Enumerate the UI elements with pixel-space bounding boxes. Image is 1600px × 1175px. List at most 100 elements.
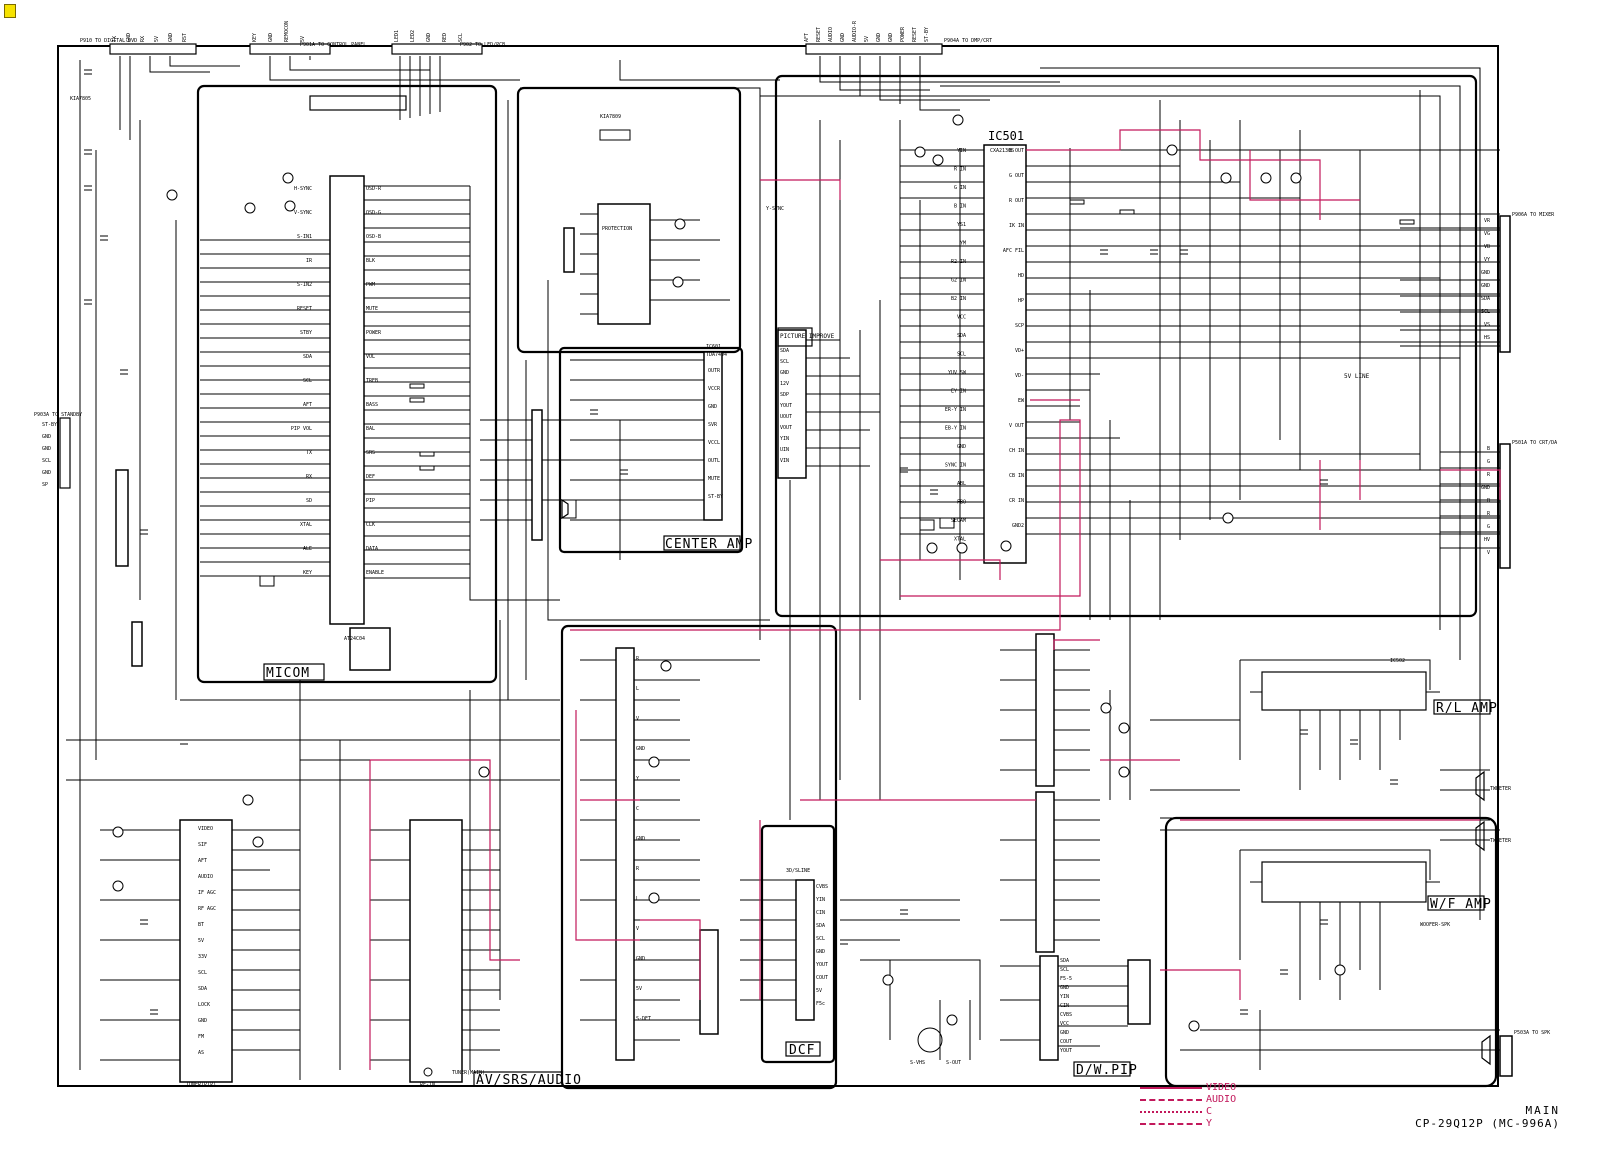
right-pins-p906a-pin: VS bbox=[1484, 322, 1490, 328]
p902-title: P902 TO LED/PCB bbox=[460, 42, 505, 48]
ic-sub-body bbox=[699, 929, 719, 1035]
connector-pins-av-pin: GND bbox=[636, 836, 645, 842]
p503a-title: P503A TO SPK bbox=[1514, 1030, 1550, 1036]
av-connector-strip bbox=[615, 647, 635, 1061]
ic601-pins-pin: SVR bbox=[708, 422, 718, 428]
dcf-pins-pin: YOUT bbox=[816, 962, 828, 968]
legend-label-video: VIDEO bbox=[1206, 1082, 1237, 1093]
ic501-pins-left-pin: R2 IN bbox=[951, 259, 966, 265]
micom-pins-right-pin: PWM bbox=[366, 282, 375, 288]
legend-item-video: VIDEO bbox=[1140, 1082, 1260, 1093]
connector-left-lower bbox=[115, 469, 129, 567]
micom-pins-left-pin: S-IN2 bbox=[297, 282, 312, 288]
dw-pip-label: D/W.PIP bbox=[1076, 1063, 1138, 1078]
micom-pins-left-pin: PIP VOL bbox=[291, 426, 312, 432]
p902-header bbox=[391, 43, 483, 55]
ic501-pins-right-pin: EW bbox=[1018, 398, 1025, 404]
micom-pins-right-pin: PIP bbox=[366, 498, 375, 504]
micom-block bbox=[196, 84, 498, 684]
connector-pins-av-pin: GND bbox=[636, 956, 645, 962]
ic501-pins-left-pin: YIN bbox=[957, 148, 966, 154]
ic501-pins-right-pin: HD bbox=[1018, 273, 1024, 279]
micom-pins-left-pin: STBY bbox=[300, 330, 312, 336]
woofer-speaker bbox=[1481, 1034, 1491, 1066]
pip-pins-pin: GND bbox=[1060, 1030, 1069, 1036]
micom-pins-right-pin: POWER bbox=[366, 330, 382, 336]
tuner-pins-pin: SCL bbox=[198, 970, 207, 976]
dcf-pins-pin: SCL bbox=[816, 936, 825, 942]
wf-amp-label-box bbox=[1427, 895, 1485, 911]
tuner-pins-pin: 5V bbox=[198, 938, 204, 944]
tuner-pins-pin: AFT bbox=[198, 858, 207, 864]
ic502-label: IC502 bbox=[1390, 658, 1405, 664]
top-pins-p904a-pin: AUDIO bbox=[828, 27, 834, 42]
tuner-pins-pin: IF AGC bbox=[198, 890, 216, 896]
legend-item-c: C bbox=[1140, 1106, 1260, 1117]
s-vhs-label: S-VHS bbox=[910, 1060, 925, 1066]
top-pins-p901a-pin: REMOCON bbox=[284, 21, 290, 42]
ic-pip-upper bbox=[1035, 791, 1055, 953]
ic501-pins-right-pin: HP bbox=[1018, 298, 1024, 304]
tuner-pins-pin: AUDIO bbox=[198, 874, 213, 880]
ic601-pins-pin: GND bbox=[708, 404, 717, 410]
right-pins-p906a-pin: VR bbox=[1484, 218, 1491, 224]
micom-pins-right-pin: BLK bbox=[366, 258, 375, 264]
connector-p906a bbox=[1499, 215, 1511, 353]
legend-item-y: Y bbox=[1140, 1118, 1260, 1129]
dw-pip-label-box bbox=[1073, 1061, 1131, 1077]
micom-pins-right-pin: OSD-B bbox=[366, 234, 381, 240]
ic-dfp bbox=[1127, 959, 1151, 1025]
title-block: MAIN CP-29Q12P (MC-996A) bbox=[1370, 1104, 1560, 1130]
top-pins-p904a-pin: GND bbox=[888, 33, 894, 42]
top-pins-p902-pin: LED1 bbox=[394, 30, 400, 42]
ic601-label: IC601 bbox=[706, 344, 721, 350]
p901a-title: P901A TO CONTROL PANEL bbox=[300, 42, 366, 48]
dcf-block bbox=[760, 824, 836, 1064]
connector-pins-av-pin: GND bbox=[636, 746, 645, 752]
center-amp-label-box bbox=[663, 535, 741, 551]
micom-pins-right-pin: CLK bbox=[366, 522, 375, 528]
top-pins-p904a-pin: POWER bbox=[900, 26, 906, 42]
pin-labels: ST-BYGNDGNDSCLGNDSPH-SYNCV-SYNCS-IN1IRS-… bbox=[42, 20, 1491, 1056]
pip-pins-pin: YOUT bbox=[1060, 1048, 1072, 1054]
right-pins-p501a-pin: R bbox=[1487, 472, 1491, 478]
ic501-pins-left-pin: FBO bbox=[957, 500, 966, 506]
ic-pip-lower bbox=[1039, 955, 1059, 1061]
right-pins-p906a-pin: HS bbox=[1484, 335, 1490, 341]
dcf-pins-pin: 5V bbox=[816, 988, 822, 994]
ic501-pins-right-pin: AFC FIL bbox=[1003, 248, 1024, 254]
pip-pins-pin: YIN bbox=[1060, 994, 1069, 1000]
top-pins-p910-pin: RX bbox=[140, 36, 146, 42]
legend: VIDEO AUDIO C Y bbox=[1140, 1082, 1260, 1134]
ic501-pins-left-pin: VCC bbox=[957, 315, 966, 321]
right-pins-p906a-pin: VG bbox=[1484, 231, 1490, 237]
top-pins-p904a-pin: AFT bbox=[804, 33, 810, 42]
ic501-pins-left-pin: GND bbox=[957, 444, 966, 450]
center-amp-label: CENTER AMP bbox=[665, 537, 753, 552]
micom-pins-right-pin: SRS bbox=[366, 450, 375, 456]
dcf-label: DCF bbox=[789, 1043, 815, 1058]
center-speaker bbox=[561, 498, 569, 520]
tuner-pins-pin: VIDEO bbox=[198, 826, 213, 832]
pip-pins-pin: F5-5 bbox=[1060, 976, 1072, 982]
document-model: CP-29Q12P (MC-996A) bbox=[1415, 1117, 1560, 1130]
ic-color-body bbox=[1035, 633, 1055, 787]
micom-pins-left-pin: H-SYNC bbox=[294, 186, 312, 192]
right-pins-p906a-pin: VY bbox=[1484, 257, 1490, 263]
top-pins-p904a-pin: GND bbox=[876, 33, 882, 42]
p910-header bbox=[109, 43, 197, 55]
left-pins-pin: ST-BY bbox=[42, 422, 57, 428]
av-srs-audio-block bbox=[560, 624, 838, 1090]
top-pins-p902-pin: SCL bbox=[458, 33, 464, 42]
ic601-pins-pin: OUTL bbox=[708, 458, 720, 464]
tweeter-r-label: TWEETER bbox=[1490, 786, 1512, 792]
center-pins-pin: GND bbox=[780, 370, 789, 376]
top-pins-p902-pin: RED bbox=[442, 33, 448, 42]
ic501-pins-right-pin: GND2 bbox=[1012, 523, 1024, 529]
tuner-pins-pin: GND bbox=[198, 1018, 207, 1024]
center-pins-pin: UIN bbox=[780, 447, 789, 453]
tuner-pins-pin: BT bbox=[198, 922, 204, 928]
pip-pins-pin: COUT bbox=[1060, 1039, 1072, 1045]
p904a-header bbox=[805, 43, 943, 55]
micom-pins-left-pin: SCL bbox=[303, 378, 312, 384]
